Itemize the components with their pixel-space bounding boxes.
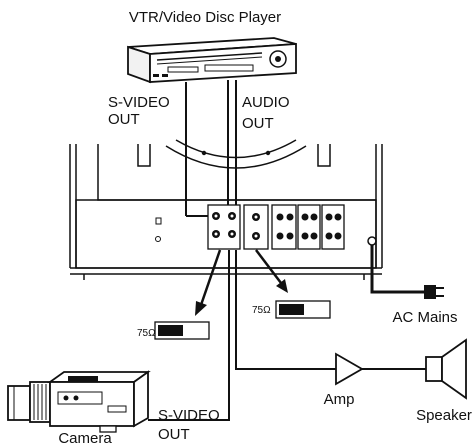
amp-label: Amp — [324, 391, 355, 408]
player-label: VTR/Video Disc Player — [129, 9, 281, 26]
camera-cable — [148, 250, 230, 421]
video-camera — [7, 370, 151, 433]
switch-arrows — [195, 249, 288, 316]
vtr-player — [127, 37, 297, 84]
speaker-label: Speaker — [416, 407, 472, 424]
audio-out-label-1: AUDIO — [242, 94, 290, 111]
svideo-out-top-label-1: S-VIDEO — [108, 94, 170, 111]
audio-chain — [235, 250, 467, 400]
audio-out-label-2: OUT — [242, 115, 274, 132]
termination-switch-right — [275, 300, 331, 319]
switch-left-label: 75Ω — [137, 328, 156, 339]
svideo-out-bottom-label-2: OUT — [158, 426, 190, 443]
monitor-rear — [69, 139, 383, 280]
termination-switch-left — [154, 321, 210, 340]
ac-mains-label: AC Mains — [392, 309, 457, 326]
svideo-out-bottom-label-1: S-VIDEO — [158, 407, 220, 424]
svideo-out-top-label-2: OUT — [108, 111, 140, 128]
switch-right-label: 75Ω — [252, 305, 271, 316]
ac-power-cord — [370, 245, 444, 299]
camera-label: Camera — [58, 430, 112, 445]
input-terminals — [207, 204, 345, 250]
